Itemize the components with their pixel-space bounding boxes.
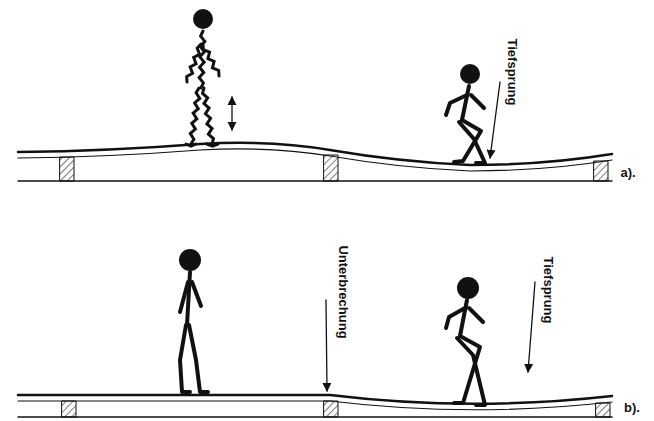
figure-stroke xyxy=(187,44,201,82)
beam xyxy=(594,161,608,181)
beam xyxy=(60,157,74,181)
stick-figure xyxy=(446,277,485,405)
figure-stroke xyxy=(203,44,219,76)
vibrating-figure xyxy=(186,9,219,146)
stick-figure xyxy=(179,249,208,392)
base-line xyxy=(18,180,612,182)
interruption-label: Unterbrechung xyxy=(337,245,350,338)
figure-stroke xyxy=(203,88,214,144)
panel-label: b). xyxy=(624,401,640,414)
figure-stroke xyxy=(207,144,218,146)
beam xyxy=(324,401,338,417)
jump-label: Tiefsprung xyxy=(506,39,519,106)
jump-label: Tiefsprung xyxy=(542,257,555,324)
figure-stroke xyxy=(186,144,196,146)
figure-stroke xyxy=(190,88,199,144)
motion-arrow xyxy=(326,300,327,391)
floor-plank xyxy=(18,401,612,410)
vibration-arrow xyxy=(231,97,232,130)
base-line xyxy=(18,416,612,418)
beam xyxy=(62,401,76,417)
beam xyxy=(596,403,610,417)
panel-label: a). xyxy=(620,166,635,179)
beam xyxy=(324,155,338,181)
stick-figure xyxy=(446,64,485,163)
motion-arrow xyxy=(528,282,535,372)
figure-stroke xyxy=(199,31,205,88)
floor-plank xyxy=(18,395,612,404)
motion-arrow xyxy=(490,82,500,158)
floor-plank xyxy=(18,149,612,171)
